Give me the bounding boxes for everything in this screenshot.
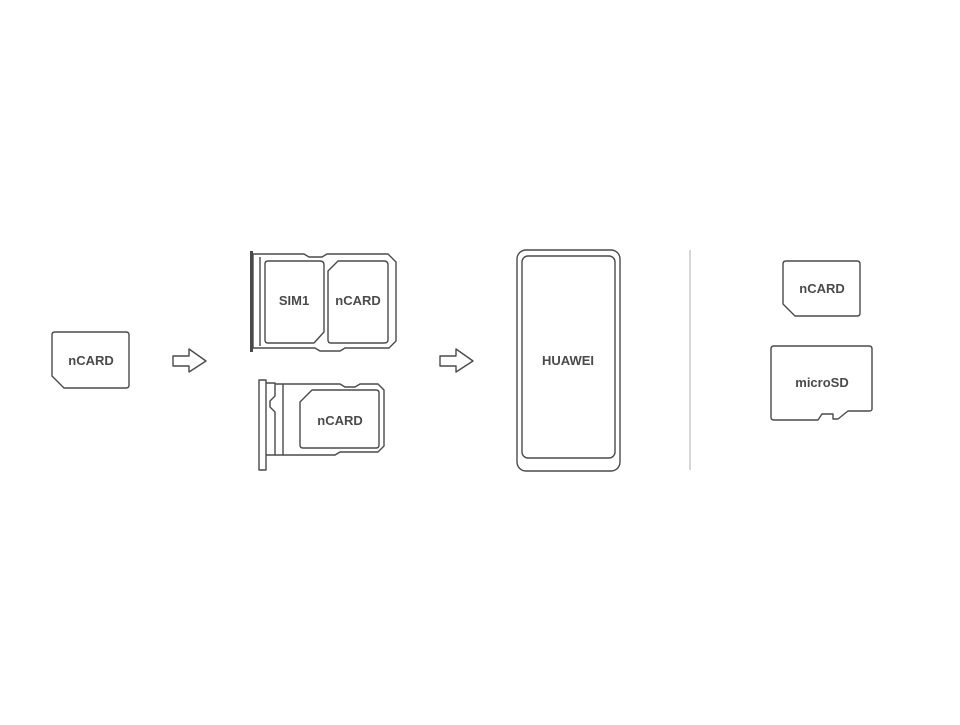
ncard-compatible: nCARD [782,260,861,317]
phone: HUAWEI [516,249,621,472]
arrow-right-icon [172,348,207,373]
phone-brand-label: HUAWEI [542,353,594,368]
ncard-compatible-label: nCARD [799,281,845,296]
ncard-loose: nCARD [51,331,130,389]
tray-slot-ncard-label: nCARD [335,293,381,308]
tray-slot-single-ncard-label: nCARD [317,413,363,428]
single-card-tray: nCARD [258,379,385,471]
microsd-label: microSD [795,375,848,390]
ncard-loose-label: nCARD [68,353,114,368]
tray-slot-sim1 [264,260,325,344]
tray-slot-sim1-label: SIM1 [279,293,309,308]
tray-slot-single-ncard [299,389,380,449]
microsd-card: microSD [770,345,873,421]
dual-sim-tray: SIM1 nCARD [250,251,397,352]
arrow-right-icon [439,348,474,373]
phone-screen [521,255,616,459]
tray-end-cap [250,251,253,352]
phone-body [516,249,621,472]
tray-slot-ncard [327,260,389,344]
